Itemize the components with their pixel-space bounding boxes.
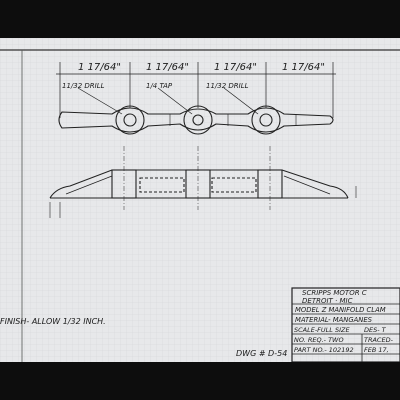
title-part-number: PART NO.- 102192 <box>294 346 354 354</box>
dim-spacing-1: 1 17/64" <box>78 62 121 73</box>
title-designer: DES- T <box>364 326 387 334</box>
title-traced: TRACED- <box>364 336 394 344</box>
dim-spacing-2: 1 17/64" <box>146 62 189 73</box>
title-scale: SCALE-FULL SIZE <box>294 326 350 334</box>
dim-spacing-4: 1 17/64" <box>282 62 325 73</box>
top-view <box>56 62 336 135</box>
callout-drill-left: 11/32 DRILL <box>62 82 105 90</box>
title-part-name: MODEL Z MANIFOLD CLAM <box>295 306 386 314</box>
title-location: DETROIT · MIC <box>302 297 353 305</box>
finish-note: FINISH- ALLOW 1/32 INCH. <box>0 317 106 326</box>
title-material: MATERIAL- MANGANES <box>295 316 373 324</box>
callout-drill-right: 11/32 DRILL <box>206 82 249 90</box>
drawing-number: DWG # D-54 <box>236 349 287 358</box>
title-date: FEB 17, <box>364 346 389 354</box>
side-view <box>49 146 357 218</box>
engineering-drawing: 1 17/64" 1 17/64" 1 17/64" 1 17/64" 11/3… <box>0 38 400 363</box>
title-company: SCRIPPS MOTOR C <box>302 289 367 297</box>
title-quantity: NO. REQ.- TWO <box>294 336 344 344</box>
drawing-sheet: 1 17/64" 1 17/64" 1 17/64" 1 17/64" 11/3… <box>0 38 400 363</box>
callout-tap: 1/4 TAP <box>146 82 173 90</box>
dim-spacing-3: 1 17/64" <box>214 62 257 73</box>
